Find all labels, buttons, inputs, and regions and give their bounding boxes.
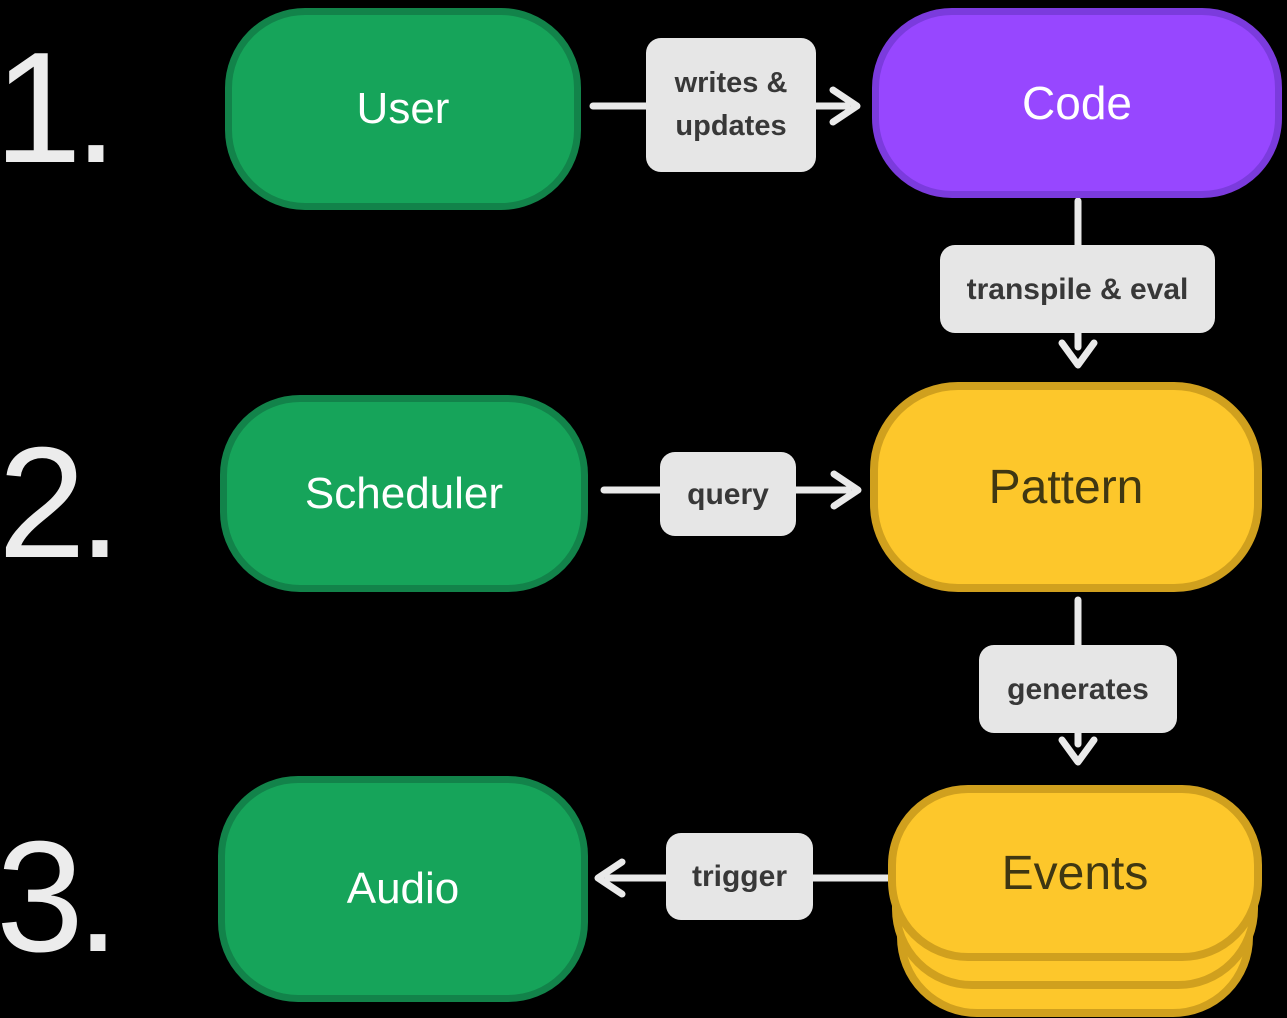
edge-label-trigger: trigger [666, 833, 813, 920]
edge-label-writes-updates: writes & updates [646, 38, 816, 172]
node-scheduler-label: Scheduler [304, 468, 504, 518]
node-code-label: Code [1022, 77, 1132, 129]
edge-label-generates: generates [979, 645, 1177, 733]
step-number-2: 2. [0, 415, 122, 591]
step-number-3: 3. [0, 809, 120, 985]
node-events-label: Events [1001, 846, 1149, 900]
node-events: Events [888, 785, 1262, 961]
edge-label-transpile-eval: transpile & eval [940, 245, 1215, 333]
node-audio: Audio [218, 776, 588, 1002]
node-scheduler: Scheduler [220, 395, 588, 592]
edge-label-query: query [660, 452, 796, 536]
node-pattern-label: Pattern [988, 460, 1144, 514]
node-user-label: User [356, 84, 450, 133]
step-number-1: 1. [0, 20, 118, 196]
node-pattern: Pattern [870, 382, 1262, 592]
node-user: User [225, 8, 581, 210]
node-audio-label: Audio [346, 864, 460, 913]
node-code: Code [872, 8, 1282, 198]
